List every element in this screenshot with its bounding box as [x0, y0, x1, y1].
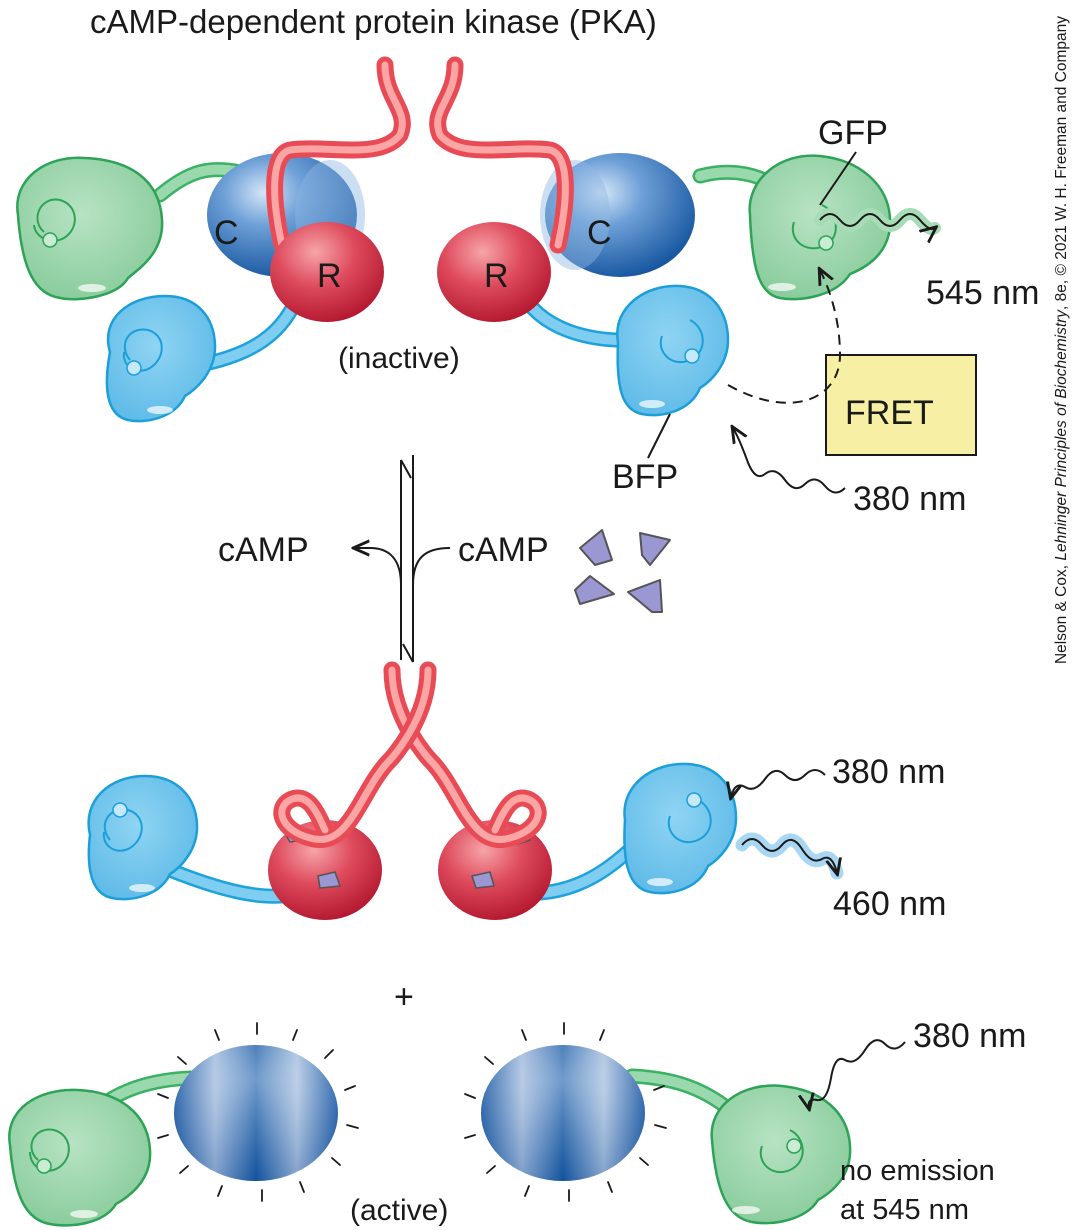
credit-part2: , 8e, © 2021 W. H. Freeman and Company [1053, 15, 1070, 310]
excitation-380-wave-bottom [809, 1039, 906, 1108]
bfp-left [105, 294, 217, 423]
camp-binding-arrow [412, 547, 451, 586]
emission-545-wave [819, 213, 935, 229]
catalytic-label-left: C [214, 214, 239, 252]
activity-rays-right [464, 1022, 667, 1202]
bfp-mid-right [623, 762, 738, 895]
regulatory-subunit-left [270, 222, 384, 322]
regulatory-dimer-with-camp [87, 661, 738, 920]
regulatory-label-left: R [317, 257, 342, 295]
camp-added-label: cAMP [458, 531, 549, 569]
gfp-bottom-left [8, 1088, 152, 1227]
regulatory-subunit-right [437, 222, 551, 322]
equilibrium-arrows [355, 455, 451, 663]
regulatory-label-right: R [484, 257, 509, 295]
gfp-left [16, 156, 164, 301]
emission-460-glow [735, 832, 844, 880]
label-460nm: 460 nm [833, 885, 946, 923]
catalytic-label-right: C [587, 214, 612, 252]
gfp-label: GFP [818, 114, 888, 152]
excitation-380-wave-top [733, 428, 846, 494]
credit-book-title: Lehninger Principles of Biochemistry [1053, 309, 1070, 561]
label-380nm-mid: 380 nm [832, 753, 945, 791]
fret-box [825, 354, 977, 456]
camp-released-label: cAMP [218, 531, 309, 569]
label-380nm-bottom: 380 nm [913, 1017, 1026, 1055]
bfp-pointer-line [647, 413, 671, 459]
figure-credit: Nelson & Cox, Lehninger Principles of Bi… [1053, 16, 1071, 664]
activity-rays-left [157, 1022, 359, 1202]
gfp-bottom-right [710, 1084, 852, 1225]
no-emission-line1: no emission [840, 1155, 995, 1187]
regulatory-subunit-mid-right [438, 820, 552, 920]
active-catalytic-subunits [8, 1022, 852, 1227]
emission-460-wave [741, 838, 837, 873]
plus-sign: + [394, 978, 414, 1016]
excitation-380-wave-mid [731, 769, 826, 797]
bfp-label: BFP [612, 458, 678, 496]
camp-molecules [574, 529, 671, 613]
regulatory-linker-top [266, 56, 574, 254]
label-380nm-top: 380 nm [853, 480, 966, 518]
catalytic-subunit-right [545, 153, 695, 277]
credit-part1: Nelson & Cox, [1053, 560, 1070, 665]
bfp-mid-left [87, 774, 199, 901]
inactive-complex: C C R R [16, 56, 892, 423]
credit-column: Nelson & Cox, Lehninger Principles of Bi… [1040, 0, 1084, 680]
gfp-pointer-line [819, 151, 857, 206]
figure-title: cAMP-dependent protein kinase (PKA) [90, 3, 657, 40]
label-545nm-top: 545 nm [926, 274, 1039, 312]
regulatory-subunit-mid-left [268, 820, 382, 920]
inactive-label: (inactive) [338, 342, 460, 375]
camp-release-arrow [355, 548, 402, 586]
fret-label: FRET [845, 394, 934, 432]
bfp-right [616, 284, 730, 417]
active-label: (active) [350, 1194, 448, 1227]
no-emission-line2: at 545 nm [840, 1194, 969, 1226]
gfp-right [748, 154, 892, 301]
